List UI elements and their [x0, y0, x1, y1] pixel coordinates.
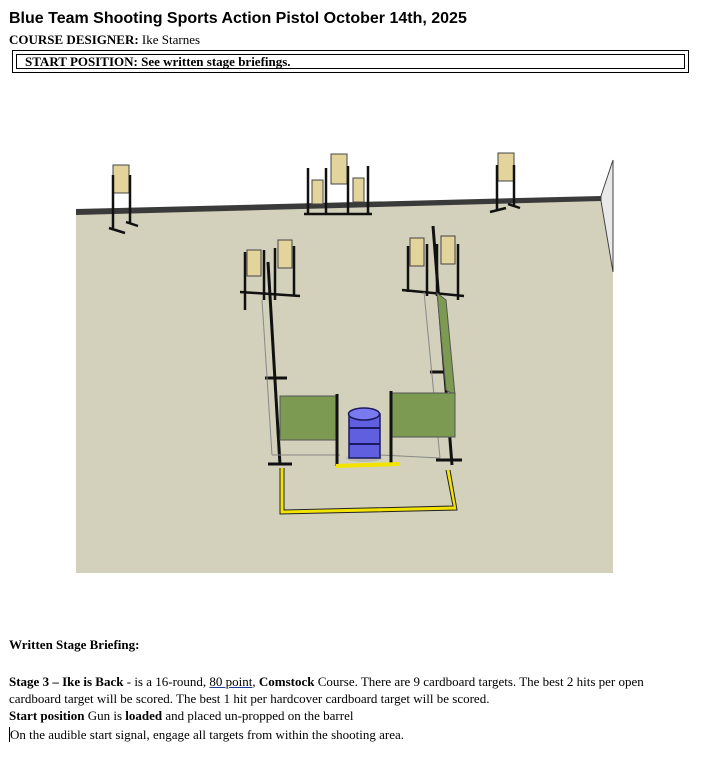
stage-diagram: [76, 152, 614, 573]
stage-name: Stage 3 – Ike is Back: [9, 674, 124, 689]
designer-label: COURSE DESIGNER:: [9, 32, 139, 47]
start-position-label: Start position: [9, 708, 85, 723]
page-title: Blue Team Shooting Sports Action Pistol …: [9, 10, 467, 27]
start-position-line: Start position Gun is loaded and placed …: [9, 708, 353, 724]
cardboard-target-icon: [489, 152, 521, 214]
designer-name: Ike Starnes: [141, 32, 201, 47]
start-loaded: loaded: [125, 708, 163, 723]
cardboard-target-icon: [239, 239, 301, 310]
side-wall: [600, 159, 614, 273]
start-position-text: START POSITION: See written stage briefi…: [16, 54, 685, 69]
start-text-a: Gun is: [84, 708, 126, 723]
start-signal-line[interactable]: On the audible start signal, engage all …: [9, 727, 404, 743]
left-wall-panel: [279, 395, 338, 441]
shooting-area-fault-lines: [280, 468, 457, 514]
course-type: Comstock: [258, 674, 315, 689]
back-wall: [76, 196, 601, 215]
comma: ,: [252, 674, 259, 689]
start-position-box: START POSITION: See written stage briefi…: [12, 50, 689, 73]
stage-intro: - is a 16-round,: [123, 674, 210, 689]
barrel-icon: [346, 407, 382, 462]
course-designer: COURSE DESIGNER: Ike Starnes: [9, 32, 200, 48]
start-signal-text: On the audible start signal, engage all …: [10, 727, 404, 742]
barrel-base: [335, 462, 401, 468]
briefing-line-2: cardboard target will be scored. The bes…: [9, 691, 490, 706]
briefing-line-1: Stage 3 – Ike is Back - is a 16-round, 8…: [9, 674, 644, 690]
cardboard-target-icon: [401, 235, 465, 300]
right-wall-panel: [390, 392, 456, 438]
range-floor: [76, 199, 613, 573]
briefing-heading: Written Stage Briefing:: [9, 637, 140, 652]
stage-points: 80 point: [209, 674, 253, 689]
cardboard-target-icon: [304, 153, 372, 216]
start-text-b: and placed un-propped on the barrel: [162, 708, 354, 723]
cardboard-target-icon: [108, 164, 139, 235]
briefing-line-1-rest: Course. There are 9 cardboard targets. T…: [314, 674, 644, 689]
